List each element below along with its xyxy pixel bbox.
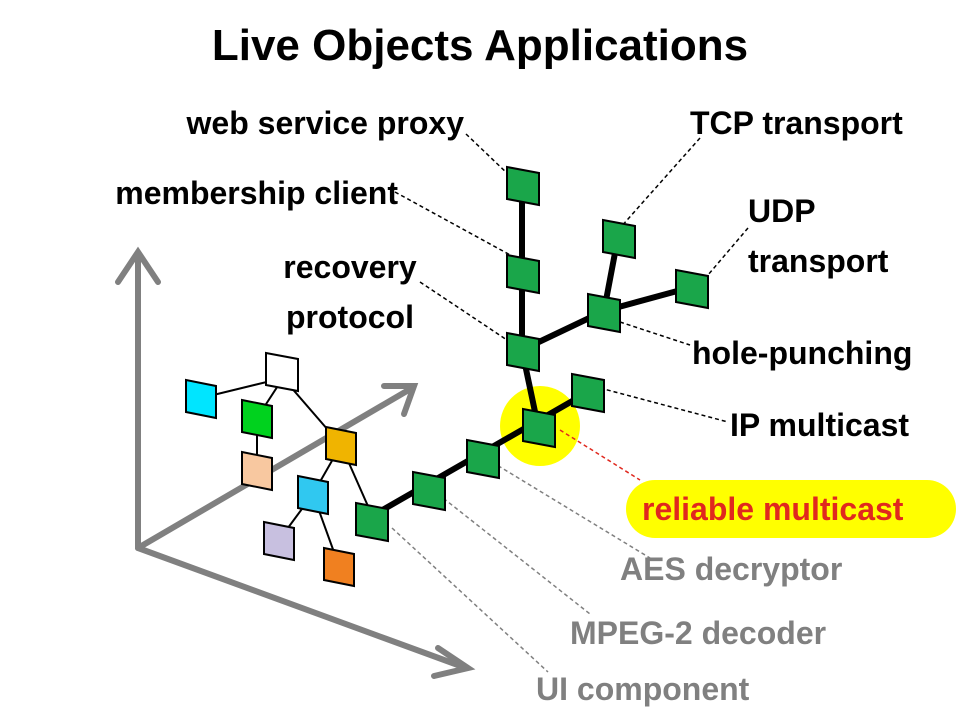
label-udp-line2: transport [748,243,889,279]
axis-vertical-arrowhead [115,246,161,285]
reliable-multicast-highlight [626,480,956,538]
leader-aes-decryptor [491,461,651,559]
node-ip-multicast [571,372,605,414]
label-reliable-multicast: reliable multicast [642,491,904,527]
tree-node-peach [241,450,273,492]
leader-recovery-protocol [419,281,511,343]
leader-membership-client [394,191,513,257]
node-reliable-multicast [522,407,556,449]
node-hole-punching [587,292,621,334]
node-tcp-transport [602,218,636,260]
page-title: Live Objects Applications [212,21,748,70]
label-mpeg2-decoder: MPEG-2 decoder [570,615,826,651]
leader-tcp-transport [619,137,701,229]
leader-lines [391,133,749,673]
leader-ip-multicast [599,387,729,423]
tree-node-dark-orange [323,546,355,588]
leader-reliable-multicast [559,429,641,481]
label-ui-component: UI component [536,671,750,707]
label-udp-line1: UDP [748,193,816,229]
axis-horizontal-arrowhead [431,645,476,679]
node-web-service-proxy [506,165,540,207]
tree-node-root [265,351,299,393]
label-recovery-line2: protocol [286,299,414,335]
label-web-service-proxy: web service proxy [186,105,465,141]
node-membership-client [506,253,540,295]
axis-depth-arrowhead [381,383,419,417]
label-ip-multicast: IP multicast [730,407,909,443]
label-tcp-transport: TCP transport [690,105,903,141]
leader-web-service-proxy [465,133,511,177]
leader-udp-transport [701,227,749,283]
label-recovery-line1: recovery [283,249,417,285]
node-udp-transport [675,268,709,310]
tree-node-cyan [185,378,217,420]
label-membership-client: membership client [115,175,398,211]
node-aes-decryptor [466,438,500,480]
leader-hole-punching [619,321,691,346]
tree-node-orange [325,425,357,467]
labels: web service proxy TCP transport membersh… [115,105,912,707]
node-mpeg2-decoder [412,470,446,512]
axis-horizontal [135,545,469,671]
label-aes-decryptor: AES decryptor [620,551,842,587]
tree-node-lavender [263,520,295,562]
component-tree [185,351,372,588]
stack-nodes [355,165,709,543]
leader-mpeg2-decoder [437,493,591,615]
leader-ui-component [391,527,549,673]
label-hole-punching: hole-punching [692,335,912,371]
axis-depth [135,385,415,551]
node-ui-component [355,501,389,543]
tree-node-green [241,398,273,440]
tree-node-blue [297,474,329,516]
axes [115,246,476,679]
node-recovery-protocol [506,331,540,373]
